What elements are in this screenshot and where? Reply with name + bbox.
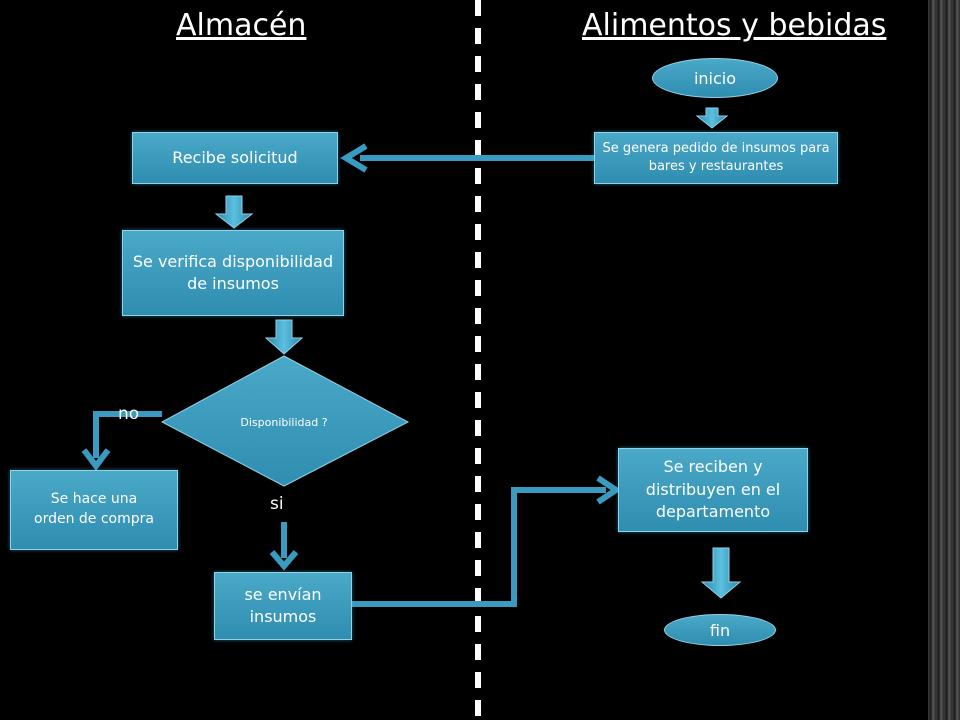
- start-node: inicio: [652, 58, 778, 98]
- arrowhead-pedido-recibe: [340, 143, 368, 173]
- end-node: fin: [664, 614, 776, 646]
- down-arrow-verifica-decision: [264, 319, 304, 355]
- arrowhead-decision-orden: [81, 448, 111, 471]
- edge-label-si: si: [270, 494, 284, 514]
- arrowhead-decision-envian: [269, 550, 299, 571]
- process-reciben-distribuyen: Se reciben y distribuyen en el departame…: [618, 448, 808, 532]
- edge-label-no: no: [118, 404, 140, 424]
- connector-decision-orden: [93, 411, 162, 458]
- process-pedido: Se genera pedido de insumos para bares y…: [594, 132, 838, 184]
- lane-title-almacen: Almacén: [176, 8, 307, 43]
- down-arrow-inicio-pedido: [695, 107, 729, 129]
- decision-label: Disponibilidad ?: [240, 416, 328, 429]
- arrowhead-envian-reciben: [596, 475, 622, 505]
- down-arrow-reciben-fin: [700, 547, 742, 599]
- process-verifica-disponibilidad: Se verifica disponibilidad de insumos: [122, 230, 344, 316]
- down-arrow-recibe-verifica: [214, 195, 254, 229]
- process-orden-compra: Se hace una orden de compra: [10, 470, 178, 550]
- connector-envian-reciben: [352, 487, 606, 607]
- decision-diamond: [160, 355, 410, 487]
- decorative-edge-strip: [928, 0, 960, 720]
- process-envian-insumos: se envían insumos: [214, 572, 352, 640]
- lane-title-alimentos-bebidas: Alimentos y bebidas: [582, 8, 887, 43]
- process-recibe-solicitud: Recibe solicitud: [132, 132, 338, 184]
